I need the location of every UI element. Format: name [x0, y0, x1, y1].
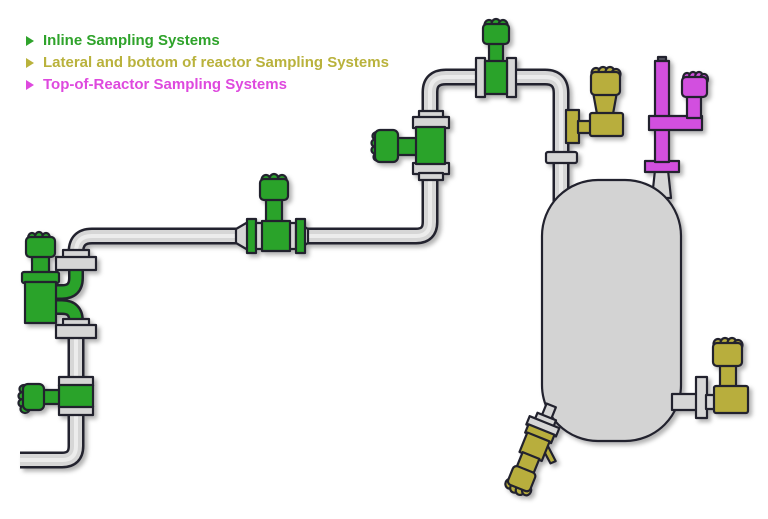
- legend-item-lateral-bottom: Lateral and bottom of reactor Sampling S…: [26, 55, 389, 71]
- triangle-bullet-icon: [26, 80, 34, 90]
- valve-body: [712, 384, 750, 415]
- inline-sampler-valve-riser: [370, 109, 451, 182]
- pipe-network: [20, 68, 570, 469]
- valve-body: [414, 125, 447, 166]
- lateral-sampler-downpipe: [564, 65, 625, 145]
- legend-label-top-of-reactor: Top-of-Reactor Sampling Systems: [43, 76, 287, 93]
- knurled-cap: [711, 341, 744, 368]
- knurled-cap: [258, 177, 290, 202]
- knurled-knob: [21, 382, 46, 412]
- flange: [54, 255, 98, 272]
- valve-arm: [394, 136, 420, 157]
- flange: [474, 56, 487, 99]
- bottom-of-reactor-sampler: [504, 402, 561, 497]
- triangle-bullet-icon: [26, 58, 34, 68]
- flange: [294, 217, 307, 255]
- flange: [245, 217, 258, 255]
- knurled-cap: [506, 465, 537, 493]
- flange: [505, 56, 518, 99]
- top-of-reactor-sampler: [643, 55, 710, 174]
- legend-item-inline: Inline Sampling Systems: [26, 33, 389, 49]
- knurled-cap: [680, 75, 709, 99]
- reactor-side-stub: [670, 392, 700, 412]
- knurled-cap: [589, 70, 622, 97]
- lateral-sampler-reactor-side: [670, 336, 750, 420]
- sampler-body: [23, 280, 58, 325]
- sampler-body: [588, 111, 625, 138]
- inline-sampler-valve-middle: [234, 172, 310, 255]
- inline-sampler-valve-lower-left: [17, 375, 95, 417]
- valve-body: [483, 59, 509, 96]
- flange: [54, 323, 98, 340]
- reactor-inlet-flange: [544, 150, 579, 165]
- valve-body: [57, 383, 95, 409]
- inline-sampler-valve-top: [474, 17, 518, 99]
- valve-body: [260, 219, 292, 253]
- knurled-cap: [481, 22, 511, 46]
- knurled-knob: [373, 128, 400, 164]
- legend: Inline Sampling Systems Lateral and bott…: [26, 33, 389, 93]
- legend-label-inline: Inline Sampling Systems: [43, 32, 220, 49]
- gasket: [417, 171, 445, 182]
- sampler-column: [653, 59, 671, 164]
- legend-item-top-of-reactor: Top-of-Reactor Sampling Systems: [26, 77, 389, 93]
- inline-sampler-bypass: [20, 230, 98, 340]
- legend-label-lateral-bottom: Lateral and bottom of reactor Sampling S…: [43, 54, 389, 71]
- cross-arm: [647, 114, 704, 132]
- knurled-cap: [24, 235, 57, 259]
- reactor-vessel: [540, 178, 683, 443]
- triangle-bullet-icon: [26, 36, 34, 46]
